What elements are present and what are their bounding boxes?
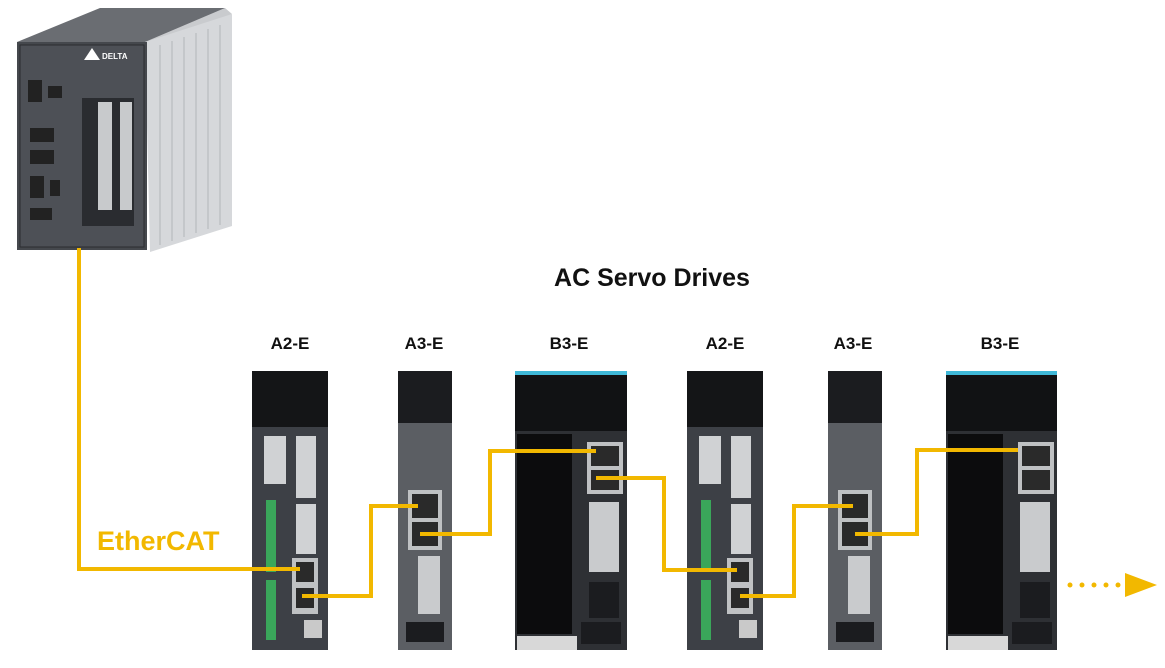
drive-label: B3-E [549,334,589,353]
svg-text:DELTA: DELTA [102,52,128,61]
motion-controller: DELTA [17,8,232,252]
continuation-arrow [1067,573,1157,597]
drive-label: A3-E [833,334,873,353]
servo-drive-a3-e [828,371,882,650]
servo-drive-b3-e [515,371,627,650]
ethercat-cable [77,248,1018,598]
drive-label: A2-E [270,334,310,353]
servo-drive-b3-e [946,371,1057,650]
servo-drive-a3-e [398,371,452,650]
diagram-title: AC Servo Drives [554,264,750,292]
ethercat-label: EtherCAT [97,526,220,556]
servo-drive-a2-e [687,371,763,650]
drive-label: B3-E [980,334,1020,353]
delta-logo-icon [84,48,100,60]
drive-label: A3-E [404,334,444,353]
servo-drive-a2-e [252,371,328,650]
drive-label: A2-E [705,334,745,353]
